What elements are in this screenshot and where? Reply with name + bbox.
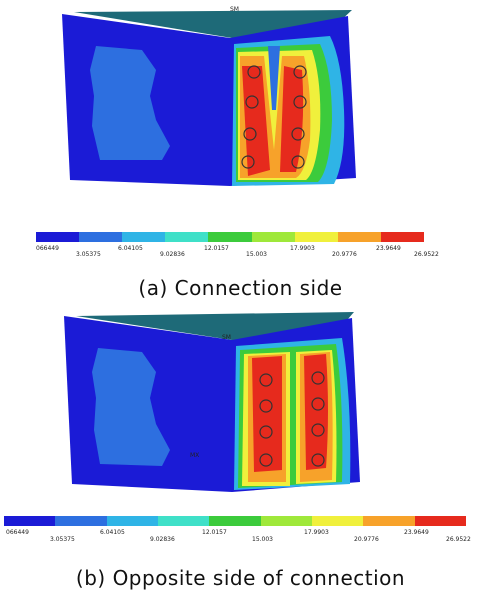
colorbar-label: 20.9776: [354, 536, 379, 543]
colorbar-band-6: [260, 516, 312, 526]
colorbar-band-4: [157, 516, 210, 526]
colorbar-label: 12.0157: [204, 245, 229, 252]
colorbar-label: 066449: [6, 529, 29, 536]
colorbar-band-4: [165, 232, 209, 242]
side-mark: MX: [190, 452, 200, 459]
top-mark: SM: [222, 334, 231, 341]
colorbar-band-3: [122, 232, 166, 242]
top-mark: SM: [230, 6, 239, 13]
right-face-contour-red-left: [242, 66, 270, 176]
colorbar-band-8: [363, 516, 415, 526]
colorbar: [4, 516, 466, 526]
colorbar-label: 9.02836: [150, 536, 175, 543]
colorbar-band-1: [4, 516, 56, 526]
left-face-contour: [90, 46, 170, 160]
colorbar-band-9: [414, 516, 466, 526]
colorbar-band-2: [79, 232, 123, 242]
colorbar-label: 26.9522: [446, 536, 471, 543]
colorbar-label: 23.9649: [404, 529, 429, 536]
colorbar-band-8: [337, 232, 381, 242]
colorbar-label: 15.003: [246, 251, 267, 258]
colorbar: [36, 232, 424, 242]
colorbar-label: 6.04105: [100, 529, 125, 536]
panel-connection-side: SM 066449 3.05375 6.04105 9.02836 12.015…: [36, 6, 439, 300]
center-gap-blue: [268, 46, 280, 110]
caption-a: (a) Connection side: [138, 276, 343, 300]
right-face-contour-red-right: [304, 354, 328, 470]
colorbar-band-5: [209, 516, 261, 526]
colorbar-label: 17.9903: [304, 529, 329, 536]
left-face-contour: [92, 348, 170, 466]
bolt-holes: [259, 371, 325, 467]
colorbar-band-2: [55, 516, 107, 526]
colorbar-band-3: [106, 516, 158, 526]
colorbar-label: 20.9776: [332, 251, 357, 258]
colorbar-band-6: [251, 232, 295, 242]
colorbar-label: 12.0157: [202, 529, 227, 536]
bolt-holes: [241, 65, 307, 169]
colorbar-band-7: [311, 516, 364, 526]
colorbar-label: 17.9903: [290, 245, 315, 252]
colorbar-label: 066449: [36, 245, 59, 252]
colorbar-label: 3.05375: [50, 536, 75, 543]
right-face-contour-red-left: [252, 356, 282, 472]
block-render: [64, 312, 360, 492]
block-render: [62, 10, 356, 186]
colorbar-label: 3.05375: [76, 251, 101, 258]
right-face-contour-red-right: [280, 66, 304, 172]
colorbar-band-5: [208, 232, 252, 242]
colorbar-label: 26.9522: [414, 251, 439, 258]
colorbar-band-1: [36, 232, 80, 242]
colorbar-label: 23.9649: [376, 245, 401, 252]
colorbar-band-7: [294, 232, 338, 242]
panel-opposite-side: SM MX 066449 3.05375 6.04105 9.02836 12.…: [0, 300, 481, 599]
colorbar-label: 9.02836: [160, 251, 185, 258]
colorbar-label: 15.003: [252, 536, 273, 543]
colorbar-band-9: [380, 232, 424, 242]
colorbar-label: 6.04105: [118, 245, 143, 252]
caption-b: (b) Opposite side of connection: [75, 566, 406, 590]
